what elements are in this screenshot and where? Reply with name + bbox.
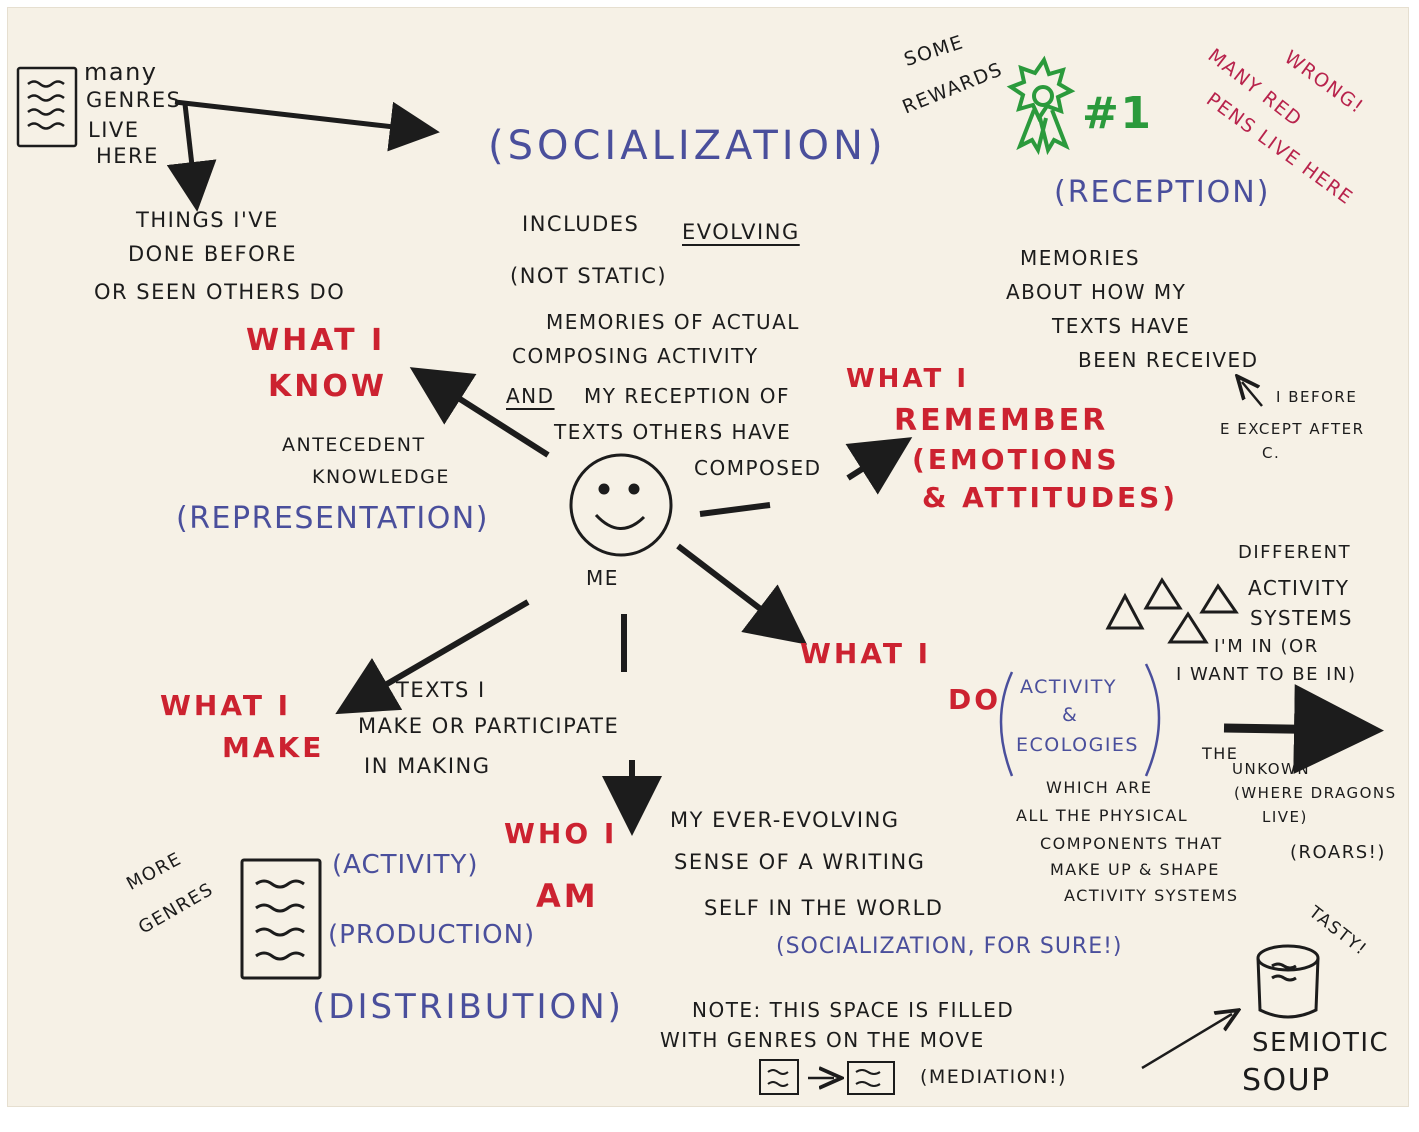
activity-ecologies-line-2: & — [1062, 704, 1079, 726]
genre-document-icon — [16, 66, 78, 148]
unknown-label: UNKOWN — [1232, 760, 1311, 778]
make-or-participate-label: MAKE OR PARTICIPATE — [358, 714, 620, 738]
who-i-am-line-1: WHO I — [504, 817, 618, 850]
reception-label: (RECEPTION) — [1054, 175, 1271, 210]
evolving-label: EVOLVING — [682, 220, 800, 244]
genre-icon-2 — [847, 1061, 895, 1095]
note-line-1: NOTE: THIS SPACE IS FILLED — [692, 998, 1015, 1022]
components-label: COMPONENTS THAT — [1040, 834, 1223, 853]
arrow-to-unknown — [1223, 684, 1384, 775]
self-in-world-label: SELF IN THE WORLD — [704, 896, 944, 920]
what-i-remember-line-2: REMEMBER — [894, 403, 1109, 438]
things-line-3: OR SEEN OTHERS DO — [94, 280, 346, 304]
what-i-make-line-2: MAKE — [222, 731, 325, 764]
ever-evolving-label: MY EVER-EVOLVING — [670, 808, 900, 832]
different-label: DIFFERENT — [1238, 542, 1352, 563]
line-me-right — [699, 502, 771, 517]
want-to-be-in-label: I WANT TO BE IN) — [1176, 664, 1357, 685]
im-in-label: I'M IN (OR — [1214, 636, 1319, 657]
mediation-label: (MEDIATION!) — [920, 1066, 1067, 1088]
what-i-do-line-1: WHAT I — [800, 637, 932, 670]
antecedent-label: ANTECEDENT — [282, 434, 426, 456]
number-one-label: #1 — [1082, 88, 1153, 139]
texts-i-label: TEXTS I — [396, 678, 486, 702]
socialization-top: (SOCIALIZATION) — [488, 123, 887, 169]
activity-label: ACTIVITY — [1248, 576, 1350, 600]
what-i-know-line-1: WHAT I — [246, 323, 386, 358]
ibefore-line-1: I BEFORE — [1276, 388, 1358, 406]
arrow-genres-down — [166, 103, 217, 212]
here-label: HERE — [96, 144, 159, 168]
memories-actual-label: MEMORIES OF ACTUAL — [546, 310, 800, 334]
arrow-to-do — [676, 543, 808, 645]
memories-line-3: TEXTS HAVE — [1052, 314, 1191, 338]
soup-can-icon — [1256, 944, 1320, 1019]
live-dragons-label: LIVE) — [1262, 808, 1308, 826]
things-line-2: DONE BEFORE — [128, 242, 297, 266]
ibefore-line-2: E EXCEPT AFTER — [1220, 420, 1365, 438]
activity-triangles — [1105, 577, 1239, 644]
what-i-remember-line-1: WHAT I — [846, 364, 970, 394]
what-i-do-line-2: DO — [948, 683, 1002, 716]
activity-ecologies-line-1: ACTIVITY — [1020, 676, 1117, 698]
arrow-to-know — [409, 367, 550, 458]
memories-line-2: ABOUT HOW MY — [1006, 280, 1187, 304]
make-up-shape-label: MAKE UP & SHAPE — [1050, 860, 1220, 879]
note-line-2: WITH GENRES ON THE MOVE — [660, 1028, 985, 1052]
attitudes-label: & ATTITUDES) — [922, 481, 1179, 514]
arrow-to-make — [335, 599, 530, 715]
genres-label: GENRES — [86, 88, 182, 112]
live-label: LIVE — [88, 118, 140, 142]
arrow-to-soup — [1141, 1014, 1232, 1070]
texts-others-label: TEXTS OTHERS HAVE — [554, 420, 792, 444]
the-label: THE — [1202, 744, 1239, 763]
ibefore-line-3: C. — [1262, 444, 1281, 462]
activity-ecologies-line-3: ECOLOGIES — [1016, 734, 1139, 756]
smiley-face-icon — [569, 453, 673, 557]
arrow-ibefore — [1242, 382, 1263, 407]
not-static-label: (NOT STATIC) — [510, 264, 668, 288]
physical-label: ALL THE PHYSICAL — [1016, 806, 1189, 825]
sense-of-writing-label: SENSE OF A WRITING — [674, 850, 926, 874]
socialization-for-sure-label: (SOCIALIZATION, FOR SURE!) — [776, 934, 1123, 959]
composed-label: COMPOSED — [694, 456, 822, 480]
includes-label: INCLUDES — [522, 212, 640, 236]
where-dragons-label: (WHERE DRAGONS — [1234, 784, 1397, 802]
which-are-label: WHICH ARE — [1046, 778, 1153, 797]
activity-paren-label: (ACTIVITY) — [332, 850, 479, 880]
memories-line-4: BEEN RECEIVED — [1078, 348, 1259, 372]
things-line-1: THINGS I'VE — [136, 208, 279, 232]
what-i-know-line-2: KNOW — [268, 369, 387, 404]
memories-line-1: MEMORIES — [1020, 246, 1141, 270]
systems-label: SYSTEMS — [1250, 606, 1353, 630]
my-reception-label: MY RECEPTION OF — [584, 384, 790, 408]
soup-label: SOUP — [1242, 1063, 1331, 1098]
knowledge-label: KNOWLEDGE — [312, 466, 450, 488]
in-making-label: IN MAKING — [364, 754, 491, 778]
activity-systems-label: ACTIVITY SYSTEMS — [1064, 886, 1239, 905]
genre-in-motion-icon — [759, 1059, 799, 1095]
semiotic-label: SEMIOTIC — [1252, 1028, 1390, 1058]
roars-label: (ROARS!) — [1290, 842, 1386, 863]
more-genres-document-icon — [240, 858, 322, 980]
who-i-am-line-2: AM — [536, 877, 599, 915]
arrow-to-remember — [845, 437, 913, 495]
production-label: (PRODUCTION) — [328, 920, 536, 950]
arrow-genres-right — [174, 99, 440, 152]
award-ribbon-icon — [1006, 55, 1076, 156]
and-label: AND — [506, 384, 555, 408]
composing-activity-label: COMPOSING ACTIVITY — [512, 344, 759, 368]
me-label: ME — [586, 566, 619, 590]
distribution-label: (DISTRIBUTION) — [312, 987, 624, 1027]
representation-label: (REPRESENTATION) — [176, 501, 489, 536]
emotions-label: (EMOTIONS — [912, 443, 1120, 476]
many-label: many — [84, 58, 158, 86]
what-i-make-line-1: WHAT I — [160, 689, 292, 722]
